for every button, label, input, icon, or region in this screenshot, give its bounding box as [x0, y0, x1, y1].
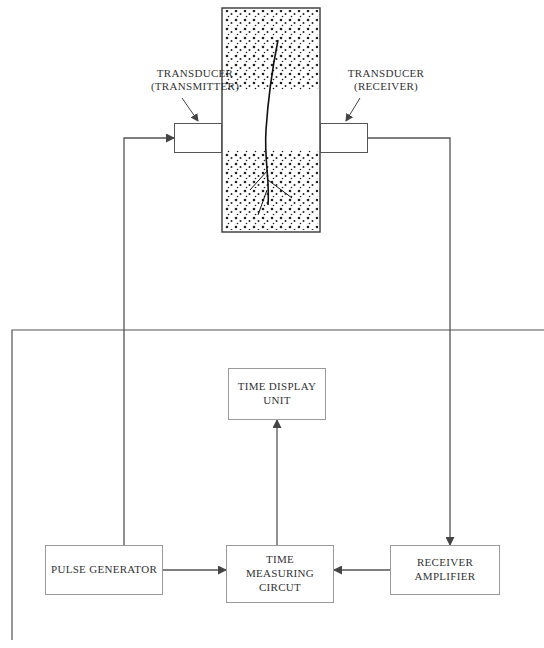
process-box: PULSE GENERATOR — [45, 545, 163, 595]
transducer-label: TRANSDUCER (RECEIVER) — [326, 67, 446, 95]
process-box: RECEIVER AMPLIFIER — [390, 545, 500, 595]
box-label: RECEIVER AMPLIFIER — [391, 553, 499, 587]
signal-wire — [124, 138, 174, 545]
leader-arrow — [182, 98, 198, 121]
crack — [266, 40, 278, 205]
box-label: TIME DISPLAY UNIT — [229, 377, 325, 411]
signal-wire — [368, 138, 450, 545]
transducer-box: TRANSDUCER (TRANSMITTER) — [174, 123, 222, 153]
signal-wire — [334, 569, 390, 570]
transducer-box: TRANSDUCER (RECEIVER) — [320, 123, 368, 153]
process-box: TIME DISPLAY UNIT — [228, 368, 326, 420]
frame-line — [12, 330, 544, 640]
box-label: PULSE GENERATOR — [47, 560, 161, 580]
process-box: TIME MEASURING CIRCUT — [226, 545, 334, 603]
signal-wire — [163, 569, 226, 570]
transducer-label: TRANSDUCER (TRANSMITTER) — [135, 67, 255, 95]
crack-branch — [250, 170, 292, 215]
concrete-specimen — [222, 8, 320, 232]
leader-arrow — [346, 98, 360, 121]
aggregate-texture — [224, 150, 318, 230]
box-label: TIME MEASURING CIRCUT — [227, 550, 333, 597]
signal-wire — [276, 420, 277, 545]
